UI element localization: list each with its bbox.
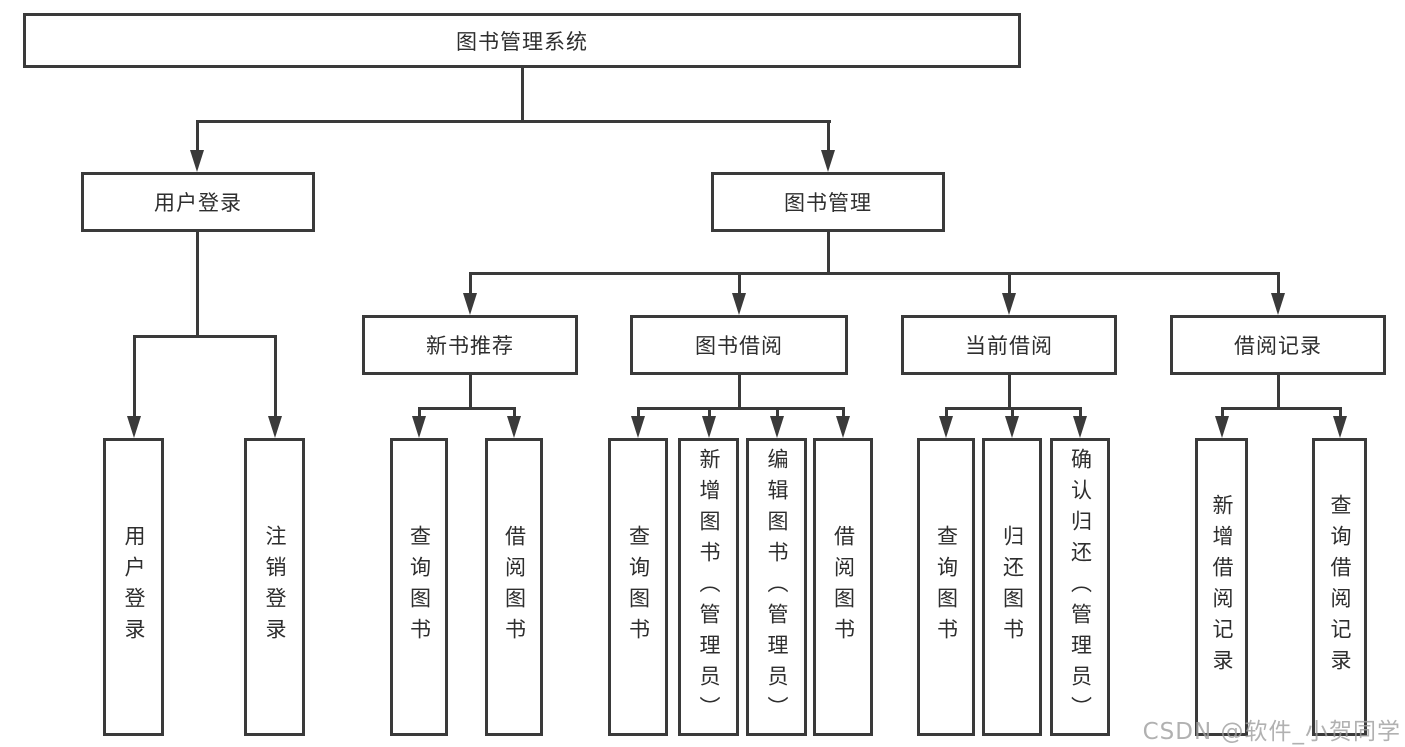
arrow-down-icon	[702, 416, 716, 438]
node-book-borrowing: 图书借阅	[630, 315, 848, 375]
connector-arrow-shaft	[1339, 407, 1342, 424]
connector-hline	[133, 335, 277, 338]
node-current-borrowing-label: 当前借阅	[965, 334, 1053, 358]
leaf-confirm-return-admin: 确认归还（管理员）	[1050, 438, 1110, 736]
leaf-edit-book-admin-label: 编辑图书（管理员）	[765, 447, 789, 727]
connector-vline	[196, 232, 199, 335]
arrow-down-icon	[268, 416, 282, 438]
connector-arrow-shaft	[776, 407, 779, 424]
arrow-down-icon	[463, 293, 477, 315]
leaf-borrow-books-borrowing-label: 借阅图书	[831, 525, 856, 649]
leaf-borrow-books-borrowing: 借阅图书	[813, 438, 873, 736]
connector-vline	[1008, 375, 1011, 407]
arrow-down-icon	[412, 416, 426, 438]
node-borrowing-records: 借阅记录	[1170, 315, 1386, 375]
connector-hline	[469, 272, 1280, 275]
leaf-add-borrow-record-label: 新增借阅记录	[1210, 494, 1234, 680]
leaf-query-books-borrowing: 查询图书	[608, 438, 668, 736]
connector-arrow-shaft	[469, 272, 472, 301]
node-current-borrowing: 当前借阅	[901, 315, 1117, 375]
arrow-down-icon	[1005, 416, 1019, 438]
leaf-add-borrow-record: 新增借阅记录	[1195, 438, 1248, 736]
connector-arrow-shaft	[274, 335, 277, 424]
node-borrowing-records-label: 借阅记录	[1234, 334, 1322, 358]
arrow-down-icon	[1073, 416, 1087, 438]
connector-hline	[196, 120, 831, 123]
connector-hline	[418, 407, 516, 410]
connector-arrow-shaft	[637, 407, 640, 424]
leaf-return-book: 归还图书	[982, 438, 1042, 736]
connector-arrow-shaft	[708, 407, 711, 424]
arrow-down-icon	[732, 293, 746, 315]
connector-arrow-shaft	[133, 335, 136, 424]
leaf-add-book-admin: 新增图书（管理员）	[678, 438, 739, 736]
node-user-login-branch: 用户登录	[81, 172, 315, 232]
connector-arrow-shaft	[1008, 272, 1011, 301]
leaf-edit-book-admin: 编辑图书（管理员）	[746, 438, 807, 736]
node-root-label: 图书管理系统	[456, 29, 588, 54]
connector-hline	[1221, 407, 1342, 410]
connector-hline	[637, 407, 845, 410]
connector-arrow-shaft	[842, 407, 845, 424]
connector-arrow-shaft	[1011, 407, 1014, 424]
leaf-query-books-current: 查询图书	[917, 438, 975, 736]
leaf-confirm-return-admin-label: 确认归还（管理员）	[1068, 447, 1093, 727]
watermark: CSDN @软件_小贺同学	[1142, 719, 1401, 745]
node-new-book-recommend: 新书推荐	[362, 315, 578, 375]
connector-vline	[1277, 375, 1280, 407]
leaf-query-borrow-record: 查询借阅记录	[1312, 438, 1367, 736]
leaf-query-books-recommend-label: 查询图书	[407, 525, 432, 649]
leaf-add-book-admin-label: 新增图书（管理员）	[697, 447, 721, 727]
arrow-down-icon	[190, 150, 204, 172]
connector-arrow-shaft	[196, 120, 199, 158]
node-new-book-recommend-label: 新书推荐	[426, 334, 514, 358]
arrow-down-icon	[821, 150, 835, 172]
leaf-logout-label: 注销登录	[263, 525, 287, 649]
arrow-down-icon	[836, 416, 850, 438]
arrow-down-icon	[507, 416, 521, 438]
connector-arrow-shaft	[827, 120, 830, 158]
leaf-query-books-borrowing-label: 查询图书	[626, 525, 651, 649]
arrow-down-icon	[770, 416, 784, 438]
connector-arrow-shaft	[1221, 407, 1224, 424]
connector-arrow-shaft	[513, 407, 516, 424]
node-user-login-branch-label: 用户登录	[154, 191, 242, 215]
connector-arrow-shaft	[1277, 272, 1280, 301]
connector-arrow-shaft	[418, 407, 421, 424]
leaf-user-login: 用户登录	[103, 438, 164, 736]
leaf-logout: 注销登录	[244, 438, 305, 736]
node-book-borrowing-label: 图书借阅	[695, 334, 783, 358]
leaf-borrow-books-recommend: 借阅图书	[485, 438, 543, 736]
leaf-query-books-recommend: 查询图书	[390, 438, 448, 736]
arrow-down-icon	[1002, 293, 1016, 315]
connector-vline	[827, 232, 830, 272]
leaf-user-login-label: 用户登录	[122, 525, 146, 649]
leaf-borrow-books-recommend-label: 借阅图书	[502, 525, 527, 649]
node-root-system: 图书管理系统	[23, 13, 1021, 68]
arrow-down-icon	[1333, 416, 1347, 438]
arrow-down-icon	[1271, 293, 1285, 315]
node-book-management-branch-label: 图书管理	[784, 191, 872, 215]
leaf-return-book-label: 归还图书	[1000, 525, 1025, 649]
connector-vline	[521, 68, 524, 120]
connector-arrow-shaft	[945, 407, 948, 424]
connector-arrow-shaft	[1079, 407, 1082, 424]
arrow-down-icon	[939, 416, 953, 438]
connector-vline	[738, 375, 741, 407]
connector-arrow-shaft	[738, 272, 741, 301]
arrow-down-icon	[1215, 416, 1229, 438]
leaf-query-borrow-record-label: 查询借阅记录	[1328, 494, 1352, 680]
leaf-query-books-current-label: 查询图书	[934, 525, 959, 649]
node-book-management-branch: 图书管理	[711, 172, 945, 232]
arrow-down-icon	[127, 416, 141, 438]
arrow-down-icon	[631, 416, 645, 438]
connector-vline	[469, 375, 472, 407]
